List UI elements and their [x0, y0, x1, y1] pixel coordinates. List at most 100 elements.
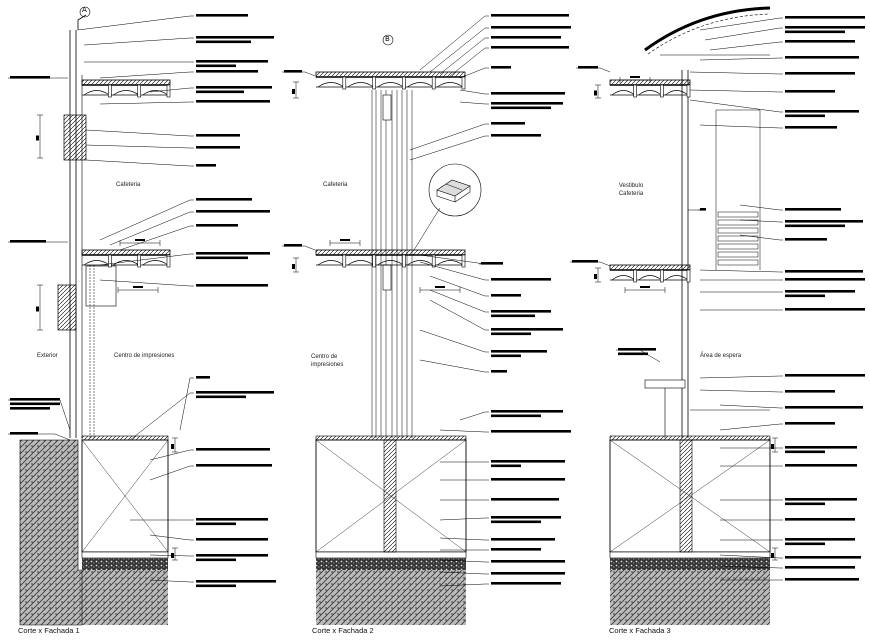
section-3: [644, 6, 771, 438]
section-marker-b: B: [385, 35, 390, 43]
leader-s2-0: [419, 14, 569, 71]
section-2: [371, 34, 482, 438]
space-label-centro-2: Centro de impresiones: [311, 354, 344, 368]
space-label-vestibulo: Vestibulo Cafeteria: [618, 183, 644, 197]
vdim-1a: [36, 114, 43, 159]
leader-s3-5: [689, 89, 835, 93]
leader-s2-4: [459, 66, 511, 79]
leader-s2-5: [459, 89, 565, 95]
foundation-1: [19, 435, 169, 626]
foundation-3: [609, 435, 771, 625]
leader-s1-7: [85, 144, 240, 149]
leader-s2-13: [429, 299, 563, 336]
leader-s1-20: [149, 554, 268, 562]
leader-s3-15: [699, 374, 865, 379]
floor-slab-2: [315, 249, 466, 268]
leader-s2-3: [449, 46, 569, 77]
leader-s3-21: [720, 498, 857, 506]
leader-s3-3: [699, 56, 859, 61]
leader-s3-inner: [688, 208, 706, 211]
leader-s2-25: [439, 571, 565, 575]
leader-s2-7: [409, 122, 525, 151]
leader-s3-left-a: [576, 66, 611, 73]
leader-s1-1: [83, 36, 274, 46]
vdim-2a: [292, 81, 299, 99]
footing-2: [383, 439, 397, 553]
leader-s1-15: [129, 391, 274, 441]
leader-s2-6: [459, 101, 563, 110]
leader-s1-0: [77, 14, 248, 31]
dim-3a: [624, 286, 666, 293]
leader-s3-10: [739, 234, 827, 241]
leader-s2-26: [439, 582, 561, 587]
dim-1b: [117, 286, 159, 293]
leader-s3-18: [719, 422, 835, 431]
vdim-1d: [171, 547, 178, 561]
leader-s1-3: [99, 70, 258, 79]
leader-s3-16: [699, 389, 835, 393]
roof-slab-1: [81, 79, 171, 98]
leader-s1-18: [130, 518, 268, 526]
space-label-cafeteria-1: Cafeteria: [116, 182, 141, 188]
roof-slab-2: [315, 71, 466, 90]
vdim-3d: [771, 547, 778, 561]
leader-s1-left-b: [8, 240, 68, 243]
leader-s3-13: [700, 290, 855, 298]
leader-s3-20: [720, 464, 857, 467]
vdim-1c: [171, 437, 178, 453]
vdim-3a: [594, 84, 601, 99]
leader-s2-9: [419, 254, 503, 265]
leader-s1-left-c: [8, 398, 71, 431]
leader-s1-14: [179, 376, 210, 431]
vdim-1b: [36, 284, 43, 331]
leader-s3-2: [709, 40, 855, 51]
sections-layer: [19, 6, 778, 626]
leader-s2-19: [440, 478, 565, 481]
dim-1a: [119, 239, 161, 246]
leader-s2-15: [419, 359, 507, 373]
space-label-cafeteria-2: Cafeteria: [323, 182, 348, 188]
leader-s2-left-a: [282, 70, 316, 77]
leader-s1-6: [85, 129, 240, 137]
leader-s3-0: [699, 16, 865, 31]
leader-s3-14: [700, 308, 865, 311]
leader-s3-12: [700, 278, 865, 281]
footing-3: [679, 439, 693, 553]
leader-s2-8: [409, 134, 541, 161]
leader-s1-9: [99, 198, 252, 241]
section-1: [57, 6, 117, 438]
vdim-3c: [771, 437, 778, 453]
leader-s3-7: [699, 124, 837, 129]
leader-s2-11: [429, 275, 521, 297]
dim-2a: [329, 239, 361, 246]
leader-s3-6: [689, 99, 859, 118]
leader-s1-8: [85, 159, 216, 167]
leader-s1-5: [99, 100, 270, 105]
foundation-2: [315, 435, 467, 625]
section-title-1: Corte x Fachada 1: [18, 626, 80, 635]
leader-s1-12: [99, 252, 270, 266]
leader-s1-left-d: [8, 432, 71, 441]
leader-s3-19: [720, 446, 857, 454]
leader-s1-17: [149, 464, 272, 481]
leader-s3-23: [720, 538, 855, 546]
leader-s3-4: [689, 71, 855, 75]
leader-s1-2: [84, 60, 268, 68]
leader-s1-4: [149, 86, 272, 94]
vdim-2b: [292, 257, 299, 273]
leader-s2-22: [439, 537, 555, 541]
floor-slab-3: [609, 264, 691, 283]
leader-s3-24: [719, 554, 861, 559]
leader-s2-10: [419, 261, 551, 281]
leader-s2-1: [429, 26, 571, 73]
leader-s2-12: [429, 289, 551, 318]
leader-s2-16: [459, 410, 563, 421]
leader-s3-8: [739, 204, 841, 211]
leader-s2-21: [439, 516, 561, 524]
dim-3b: [619, 76, 651, 83]
leader-s2-23: [440, 548, 541, 551]
leader-s1-21: [149, 579, 276, 588]
leader-s1-13: [99, 279, 268, 287]
dim-2b: [419, 286, 461, 293]
